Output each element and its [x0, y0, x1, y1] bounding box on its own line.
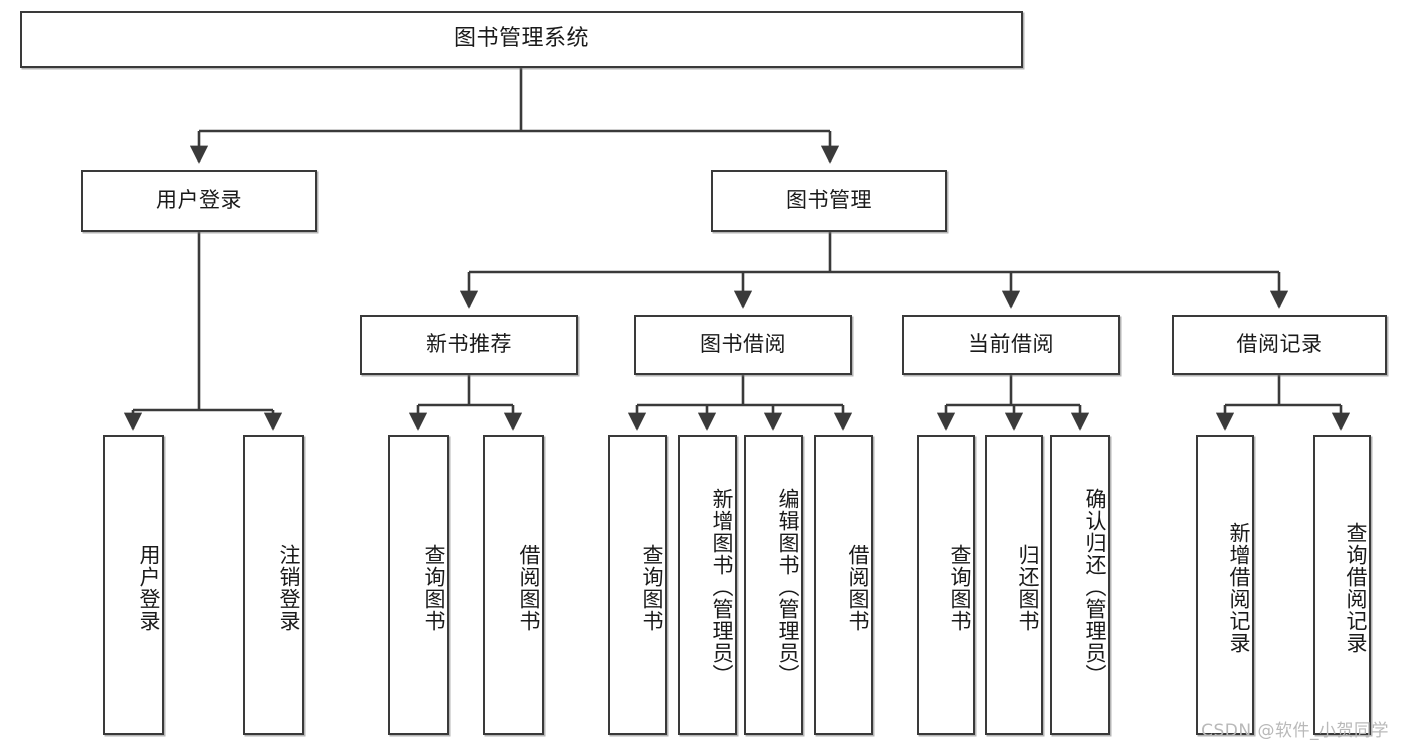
node-book-borrow[interactable]: 图书借阅	[634, 315, 852, 375]
node-borrow-record[interactable]: 借阅记录	[1172, 315, 1387, 375]
node-root-book-management-system[interactable]: 图书管理系统	[20, 11, 1023, 68]
node-label: 编辑图书（管理员）	[776, 488, 800, 686]
node-label: 用户登录	[137, 544, 161, 632]
leaf-borrow-record-query-record[interactable]: 查询借阅记录	[1313, 435, 1371, 735]
node-book-management[interactable]: 图书管理	[711, 170, 947, 232]
node-label: 图书管理	[786, 188, 872, 213]
leaf-borrow-record-add-record[interactable]: 新增借阅记录	[1196, 435, 1254, 735]
node-label: 归还图书	[1016, 544, 1040, 632]
node-label: 注销登录	[277, 544, 301, 632]
node-label: 查询图书	[948, 544, 972, 632]
node-label: 确认归还（管理员）	[1083, 488, 1107, 686]
leaf-book-borrow-borrow-book[interactable]: 借阅图书	[814, 435, 873, 735]
leaf-current-borrow-query-book[interactable]: 查询图书	[917, 435, 975, 735]
leaf-book-borrow-add-book-admin[interactable]: 新增图书（管理员）	[678, 435, 737, 735]
leaf-user-login-login[interactable]: 用户登录	[103, 435, 164, 735]
leaf-current-borrow-confirm-return-admin[interactable]: 确认归还（管理员）	[1050, 435, 1110, 735]
node-label: 借阅图书	[846, 544, 870, 632]
node-label: 借阅记录	[1236, 332, 1323, 357]
node-label: 查询借阅记录	[1344, 522, 1368, 654]
node-new-book-recommend[interactable]: 新书推荐	[360, 315, 578, 375]
node-label: 新增图书（管理员）	[710, 488, 734, 686]
watermark: CSDN @软件_小贺同学	[1201, 721, 1389, 741]
node-user-login[interactable]: 用户登录	[81, 170, 317, 232]
node-label: 查询图书	[422, 544, 446, 632]
node-label: 新增借阅记录	[1227, 522, 1251, 654]
leaf-new-book-query-book[interactable]: 查询图书	[388, 435, 449, 735]
node-label: 新书推荐	[426, 332, 512, 357]
leaf-book-borrow-edit-book-admin[interactable]: 编辑图书（管理员）	[744, 435, 803, 735]
leaf-user-login-logout[interactable]: 注销登录	[243, 435, 304, 735]
leaf-new-book-borrow-book[interactable]: 借阅图书	[483, 435, 544, 735]
node-current-borrow[interactable]: 当前借阅	[902, 315, 1120, 375]
node-label: 借阅图书	[517, 544, 541, 632]
leaf-book-borrow-query-book[interactable]: 查询图书	[608, 435, 667, 735]
node-label: 当前借阅	[968, 332, 1054, 357]
node-label: 图书管理系统	[453, 26, 589, 52]
node-label: 用户登录	[156, 188, 242, 213]
leaf-current-borrow-return-book[interactable]: 归还图书	[985, 435, 1043, 735]
node-label: 查询图书	[640, 544, 664, 632]
node-label: 图书借阅	[700, 332, 786, 357]
